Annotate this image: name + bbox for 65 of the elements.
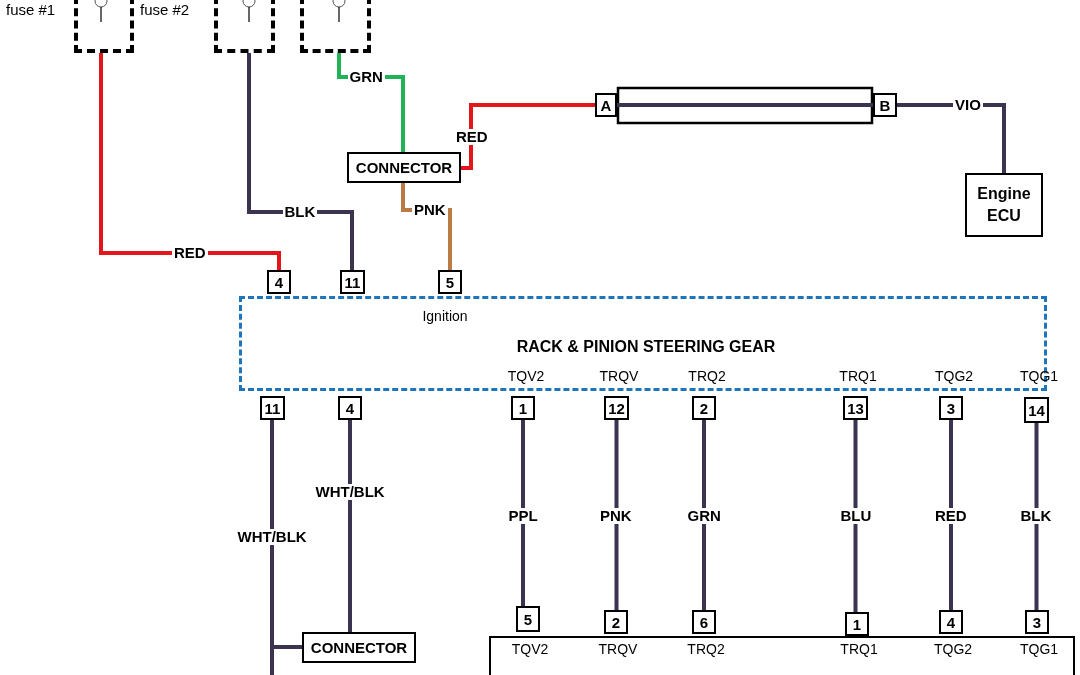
pin-name: TRQ1 bbox=[840, 641, 878, 657]
pin-number: 11 bbox=[340, 270, 365, 294]
pin-name: TQV2 bbox=[511, 641, 549, 657]
pin-number: A bbox=[595, 93, 617, 117]
fuse-box bbox=[300, 0, 371, 53]
pin-number: 4 bbox=[267, 270, 291, 294]
pin-number: 13 bbox=[843, 396, 868, 420]
wire-color-label: BLK bbox=[282, 204, 318, 220]
pin-name: TRQ1 bbox=[839, 368, 877, 384]
pin-number: 6 bbox=[692, 610, 716, 634]
connector-box: CONNECTOR bbox=[347, 152, 461, 183]
fuse-label: fuse #1 bbox=[6, 1, 56, 18]
component-title: RACK & PINION STEERING GEAR bbox=[516, 338, 776, 356]
wire bbox=[614, 420, 619, 610]
connector-box: CONNECTOR bbox=[302, 632, 416, 663]
wire-color-label: WHT/BLK bbox=[235, 529, 309, 545]
wire-color-label: PNK bbox=[598, 508, 634, 524]
pin-name: TQG2 bbox=[934, 368, 974, 384]
wire-color-label: GRN bbox=[685, 508, 723, 524]
wire bbox=[99, 53, 281, 270]
wire bbox=[949, 420, 953, 610]
pin-name: TRQV bbox=[598, 641, 638, 657]
pin-number: 4 bbox=[939, 610, 963, 634]
ecu-box: Engine ECU bbox=[965, 173, 1043, 237]
wire bbox=[1034, 423, 1039, 610]
pin-name: TQG1 bbox=[1019, 368, 1059, 384]
pin-number: 2 bbox=[692, 396, 716, 420]
pin-number: 1 bbox=[845, 612, 869, 636]
module-box bbox=[489, 636, 1075, 675]
wire bbox=[702, 420, 706, 610]
pin-name: TRQ2 bbox=[688, 368, 726, 384]
pin-number: 12 bbox=[604, 396, 629, 420]
wire bbox=[348, 420, 352, 632]
wire bbox=[247, 53, 354, 270]
wire-color-label: RED bbox=[454, 129, 490, 145]
wire-color-label: PNK bbox=[412, 202, 448, 218]
wire-color-label: BLU bbox=[838, 508, 874, 524]
pin-name: TQG2 bbox=[933, 641, 973, 657]
wire bbox=[617, 103, 873, 107]
pin-number: 5 bbox=[438, 270, 462, 294]
wire-color-label: GRN bbox=[347, 69, 385, 85]
pin-number: 11 bbox=[260, 396, 285, 420]
pin-number: 14 bbox=[1024, 397, 1049, 423]
pin-number: 4 bbox=[338, 396, 362, 420]
pin-number: 2 bbox=[604, 610, 628, 634]
pin-number: 1 bbox=[511, 396, 535, 420]
pin-name: TQG1 bbox=[1019, 641, 1059, 657]
fuse-label: fuse #2 bbox=[140, 1, 190, 18]
wire bbox=[853, 420, 858, 612]
wire-color-label: BLK bbox=[1018, 508, 1054, 524]
wire-color-label: RED bbox=[933, 508, 969, 524]
wire-color-label: WHT/BLK bbox=[313, 484, 387, 500]
pin-number: 3 bbox=[939, 396, 963, 420]
wire-color-label: PPL bbox=[506, 508, 540, 524]
pin-number: 5 bbox=[516, 606, 540, 632]
pin-name: TQV2 bbox=[507, 368, 545, 384]
wire-color-label: VIO bbox=[953, 97, 983, 113]
pin-name: TRQV bbox=[599, 368, 639, 384]
pin-number: B bbox=[873, 93, 897, 117]
pin-number: 3 bbox=[1025, 610, 1049, 634]
wire bbox=[521, 420, 525, 606]
wire bbox=[461, 103, 595, 170]
pin-name: TRQ2 bbox=[687, 641, 725, 657]
pin-function-label: Ignition bbox=[422, 308, 468, 324]
wire-color-label: RED bbox=[172, 245, 208, 261]
